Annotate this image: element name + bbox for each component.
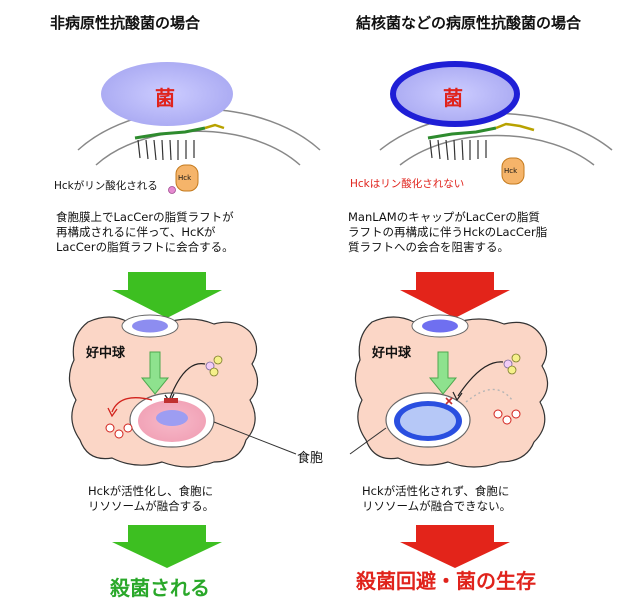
right-cell-label: 好中球 [372,346,412,361]
right-hck-small-label: Hck [504,167,518,175]
right-cap [495,122,535,132]
right-bacterium-label: 菌 [443,86,463,110]
right-hck-protein [501,157,525,185]
right-membrane-panel [379,61,613,185]
left-result-description: Hckが活性化し、食胞に リソソームが融合する。 [88,484,215,513]
left-hck-protein [175,164,199,192]
left-neutrophil [68,314,259,468]
phagosome-label: 食胞 [297,451,324,466]
left-raft-cluster [137,139,195,161]
left-arrow-down-icon [112,272,222,318]
left-membrane-panel [77,62,321,194]
left-column-title: 非病原性抗酸菌の場合 [50,14,201,32]
left-cell-label: 好中球 [86,346,126,361]
left-small-arrow-icon [140,351,170,395]
right-inner-membrane [399,134,595,166]
left-hck-status: Hckがリン酸化される [54,180,158,192]
left-outcome: 殺菌される [110,576,210,600]
left-manlam-chain [134,126,206,140]
right-result-description: Hckが活性化されず、食胞に リソソームが融合できない。 [362,484,512,513]
left-bacterium-in-phagosome [156,410,188,426]
right-bacterium [390,61,520,127]
left-inner-membrane [95,130,301,166]
left-hck-small-label: Hck [178,174,192,182]
right-column-title: 結核菌などの病原性抗酸菌の場合 [356,14,582,32]
right-hck-status: Hckはリン酸化されない [350,178,465,190]
right-raft-cluster [429,139,487,161]
right-neutrophil [354,314,549,468]
left-phosphate-icon [168,186,176,194]
right-arrow-down-icon [400,272,510,318]
left-bacterium [101,62,233,126]
right-outcome: 殺菌回避・菌の生存 [356,569,536,593]
left-hck-raft-icon [164,398,178,403]
left-incoming-bacterium [132,319,168,333]
right-manlam-chain [427,126,497,140]
right-description: ManLAMのキャップがLacCerの脂質 ラフトの再構成に伴うHckのLacC… [348,210,548,254]
left-arrow-down-bottom-icon [112,525,222,568]
left-cap [204,123,225,130]
right-blocked-hck-icon [445,397,453,405]
right-incoming-bacterium [422,319,458,333]
left-bacterium-label: 菌 [155,86,175,110]
right-small-arrow-icon [428,351,458,395]
right-bacterium-in-phagosome [400,406,456,436]
right-arrow-down-bottom-icon [400,525,510,568]
left-description: 食胞膜上でLacCerの脂質ラフトが 再構成されるに伴って、HcKが LacCe… [56,210,234,254]
right-phagosome-leader [349,427,387,455]
left-phagosome-leader [213,421,297,455]
